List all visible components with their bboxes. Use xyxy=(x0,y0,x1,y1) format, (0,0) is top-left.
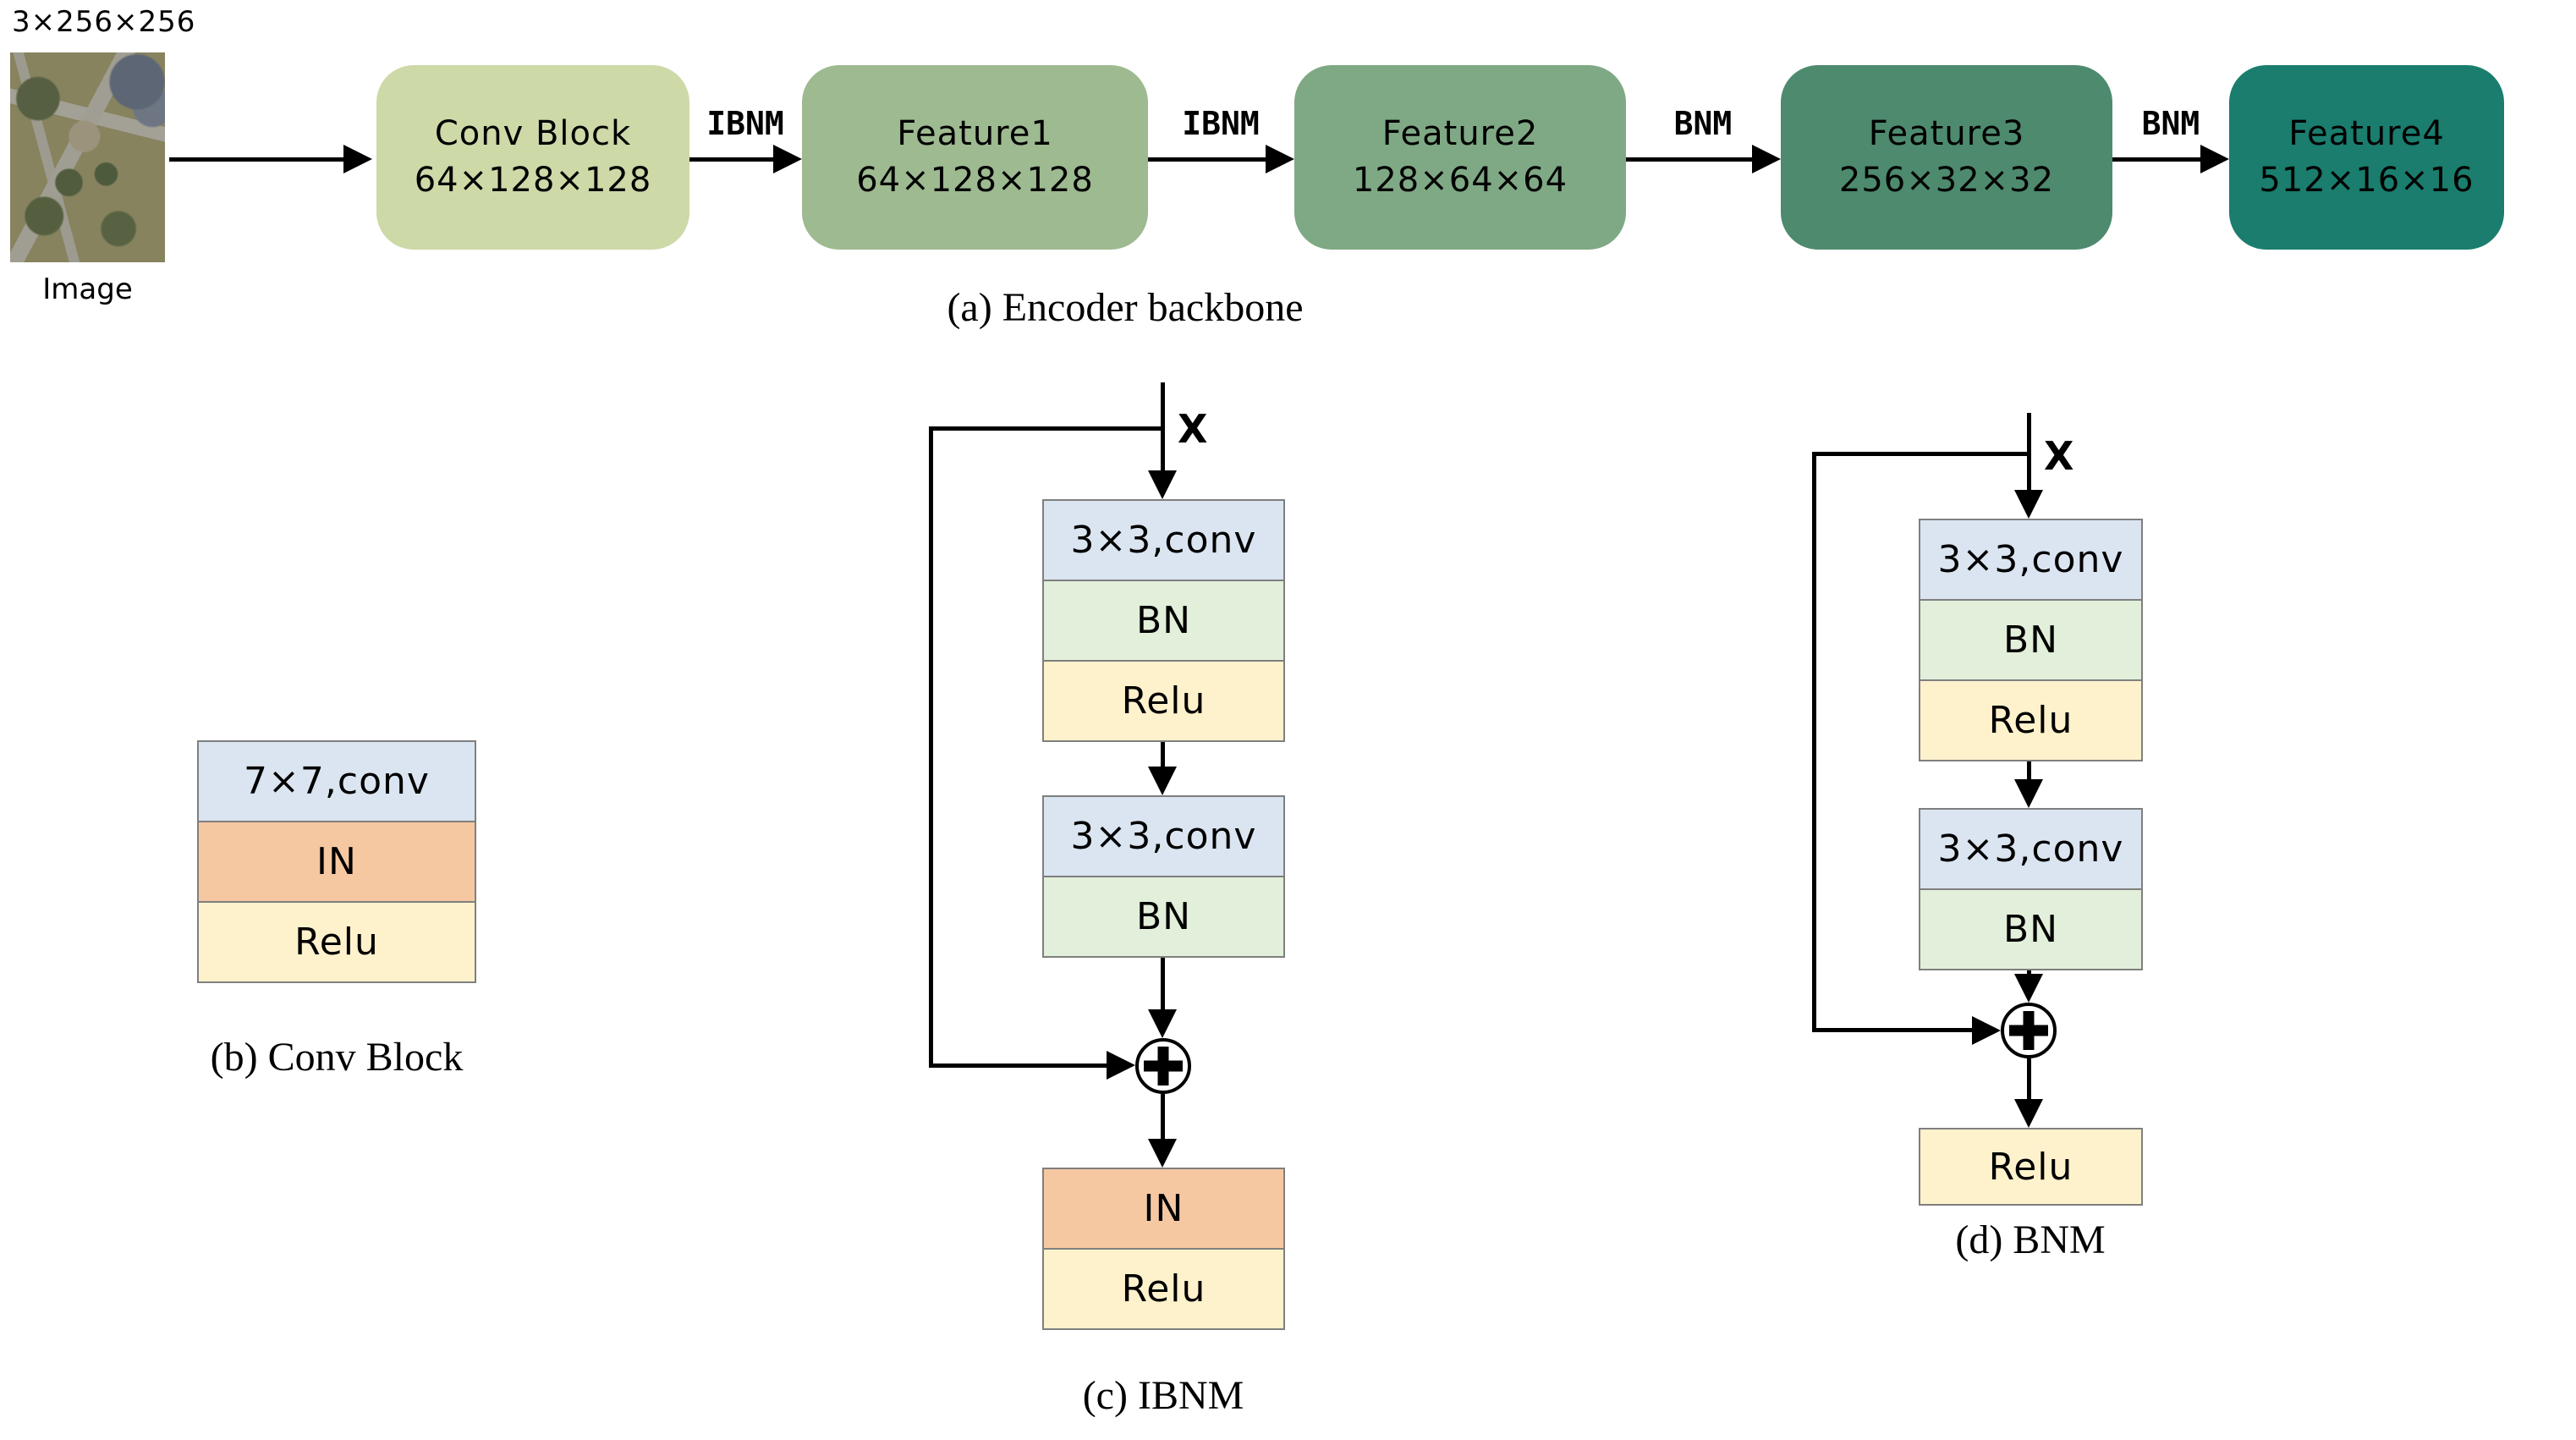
convblock-cell-relu: Relu xyxy=(197,901,476,983)
cell-label: IN xyxy=(1143,1187,1184,1230)
plus-vertical-bar xyxy=(1157,1047,1169,1085)
cell-label: Relu xyxy=(1988,1145,2073,1189)
arrowhead-ibnm-1 xyxy=(773,145,802,173)
bnm-skip-line-top xyxy=(1814,452,2030,456)
encoder-box-dims: 128×64×64 xyxy=(1352,161,1568,200)
bnm-cell-conv1: 3×3,conv xyxy=(1919,519,2143,601)
cell-label: BN xyxy=(1135,599,1192,642)
edge-label-bnm-1: BNM xyxy=(1673,105,1733,142)
bnm-cell-relu2: Relu xyxy=(1919,1128,2143,1206)
bnm-cell-conv2: 3×3,conv xyxy=(1919,808,2143,890)
ibnm-arrow-mid xyxy=(1161,742,1165,768)
edge-label-ibnm-2: IBNM xyxy=(1182,105,1260,142)
encoder-box-feature1: Feature1 64×128×128 xyxy=(802,65,1148,250)
bnm-arrowhead-to-merge xyxy=(2014,974,2043,1003)
arrow-image-to-convblock xyxy=(169,157,343,162)
ibnm-arrowhead-to-merge xyxy=(1148,1009,1177,1038)
bnm-input-line xyxy=(2027,413,2031,490)
bnm-arrowhead-to-relu xyxy=(2014,1099,2043,1128)
ibnm-cell-relu1: Relu xyxy=(1042,660,1285,742)
ibnm-cell-conv1: 3×3,conv xyxy=(1042,499,1285,581)
encoder-box-conv-block: Conv Block 64×128×128 xyxy=(376,65,689,250)
arrowhead-image-to-convblock xyxy=(343,145,372,173)
ibnm-cell-conv2: 3×3,conv xyxy=(1042,795,1285,877)
caption-panel-d: (d) BNM xyxy=(1955,1217,2106,1262)
cell-label: 3×3,conv xyxy=(1070,815,1257,858)
arrow-ibnm-1 xyxy=(689,157,773,162)
cell-label: Relu xyxy=(1121,679,1206,723)
bnm-cell-relu1: Relu xyxy=(1919,679,2143,761)
cell-label: Relu xyxy=(1121,1267,1206,1311)
caption-panel-c: (c) IBNM xyxy=(1082,1373,1244,1418)
edge-label-ibnm-1: IBNM xyxy=(706,105,784,142)
ibnm-skip-line-bottom xyxy=(931,1064,1107,1068)
cell-label: 3×3,conv xyxy=(1937,827,2124,871)
aerial-input-image xyxy=(10,52,165,262)
encoder-box-feature4: Feature4 512×16×16 xyxy=(2229,65,2504,250)
bnm-cell-bn1: BN xyxy=(1919,599,2143,681)
convblock-cell-conv7x7: 7×7,conv xyxy=(197,740,476,822)
bnm-arrow-to-merge xyxy=(2027,970,2031,974)
bnm-arrow-mid xyxy=(2027,761,2031,779)
arrow-bnm-1 xyxy=(1626,157,1752,162)
ibnm-skip-arrowhead xyxy=(1107,1051,1135,1080)
ibnm-add-icon xyxy=(1135,1038,1191,1094)
encoder-box-dims: 64×128×128 xyxy=(856,161,1094,200)
bnm-skip-line-bottom xyxy=(1814,1028,1972,1032)
cell-label: Relu xyxy=(294,921,379,964)
ibnm-arrowhead-to-in xyxy=(1148,1139,1177,1168)
cell-label: BN xyxy=(2002,618,2059,662)
arrowhead-bnm-2 xyxy=(2200,145,2229,173)
cell-label: BN xyxy=(1135,895,1192,938)
edge-label-bnm-2: BNM xyxy=(2141,105,2200,142)
ibnm-arrow-to-merge xyxy=(1161,958,1165,1009)
encoder-box-dims: 64×128×128 xyxy=(414,161,652,200)
bnm-add-icon xyxy=(2001,1003,2057,1058)
ibnm-arrowhead-mid xyxy=(1148,767,1177,795)
bnm-arrowhead-mid xyxy=(2014,779,2043,808)
encoder-box-title: Feature3 xyxy=(1868,113,2025,153)
bnm-cell-bn2: BN xyxy=(1919,888,2143,970)
ibnm-skip-line-top xyxy=(931,426,1165,431)
cell-label: 3×3,conv xyxy=(1937,538,2124,581)
ibnm-input-x-label: X xyxy=(1178,406,1208,452)
arrowhead-bnm-1 xyxy=(1752,145,1781,173)
convblock-cell-in: IN xyxy=(197,821,476,903)
ibnm-cell-bn1: BN xyxy=(1042,580,1285,662)
bnm-arrow-to-relu xyxy=(2027,1058,2031,1099)
ibnm-input-arrowhead xyxy=(1148,470,1177,499)
caption-panel-b: (b) Conv Block xyxy=(210,1035,464,1080)
encoder-box-title: Conv Block xyxy=(434,113,632,153)
encoder-box-dims: 256×32×32 xyxy=(1838,161,2055,200)
input-dims-label: 3×256×256 xyxy=(12,5,196,39)
encoder-box-feature2: Feature2 128×64×64 xyxy=(1294,65,1626,250)
ibnm-cell-in: IN xyxy=(1042,1168,1285,1250)
cell-label: IN xyxy=(316,840,357,883)
ibnm-cell-relu2: Relu xyxy=(1042,1248,1285,1330)
encoder-box-feature3: Feature3 256×32×32 xyxy=(1781,65,2112,250)
cell-label: Relu xyxy=(1988,699,2073,742)
bnm-input-x-label: X xyxy=(2044,433,2074,479)
ibnm-skip-line-left xyxy=(929,426,933,1068)
cell-label: 3×3,conv xyxy=(1070,519,1257,562)
cell-label: 7×7,conv xyxy=(244,760,430,803)
plus-vertical-bar xyxy=(2023,1011,2035,1050)
cell-label: BN xyxy=(2002,908,2059,951)
encoder-box-title: Feature2 xyxy=(1381,113,1539,153)
bnm-skip-arrowhead xyxy=(1972,1016,2001,1045)
bnm-input-arrowhead xyxy=(2014,490,2043,519)
arrow-ibnm-2 xyxy=(1148,157,1266,162)
arrowhead-ibnm-2 xyxy=(1266,145,1294,173)
encoder-box-dims: 512×16×16 xyxy=(2259,161,2474,200)
input-image-label: Image xyxy=(42,272,133,306)
caption-panel-a: (a) Encoder backbone xyxy=(947,285,1304,330)
encoder-box-title: Feature1 xyxy=(897,113,1053,153)
ibnm-arrow-to-in xyxy=(1161,1094,1165,1139)
bnm-skip-line-left xyxy=(1812,452,1816,1032)
arrow-bnm-2 xyxy=(2112,157,2200,162)
encoder-box-title: Feature4 xyxy=(2288,113,2445,153)
ibnm-cell-bn2: BN xyxy=(1042,876,1285,958)
